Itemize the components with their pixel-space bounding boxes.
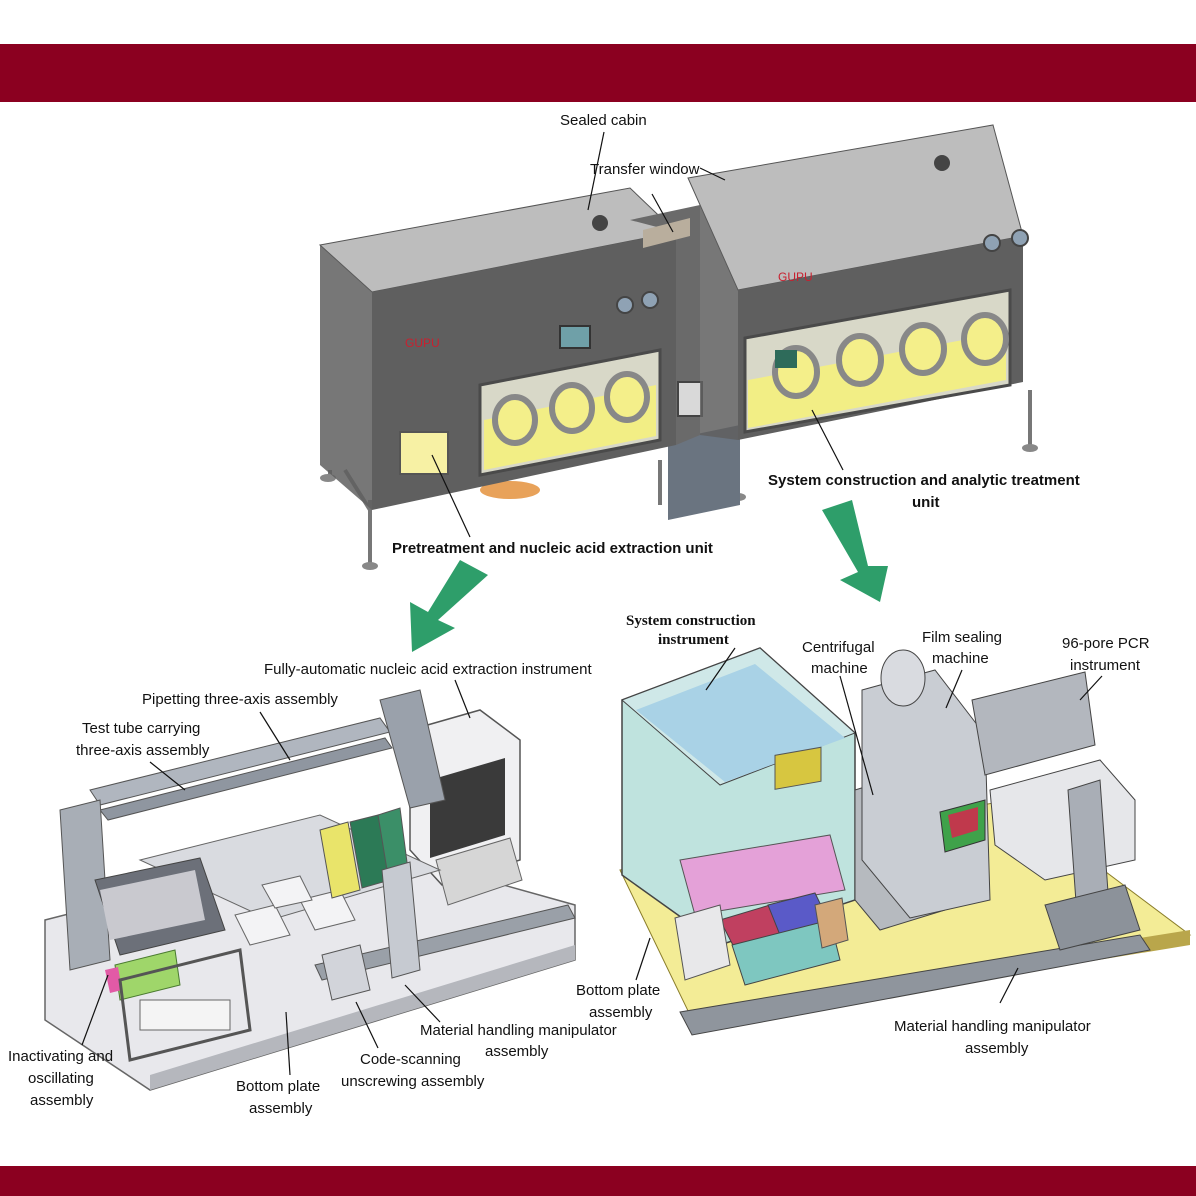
label-centrifugal-line2: machine [811,660,868,677]
label-test-tube-line1: Test tube carrying [82,720,201,737]
label-pipetting-assembly: Pipetting three-axis assembly [142,691,338,708]
arrow-to-right-instrument [822,500,888,602]
label-pretreatment-unit: Pretreatment and nucleic acid extraction… [392,540,713,557]
label-film-sealing-line2: machine [932,650,989,667]
bottom-banner [0,1166,1196,1196]
label-code-scanning-line1: Code-scanning [360,1051,461,1068]
top-banner [0,44,1196,102]
label-left-material-line2: assembly [485,1043,549,1060]
label-right-material-line1: Material handling manipulator [894,1018,1091,1035]
label-pcr-line2: instrument [1070,657,1141,674]
label-system-construction-line2: instrument [658,632,729,648]
label-system-unit-line1: System construction and analytic treatme… [768,472,1080,489]
label-system-unit-line2: unit [912,494,940,511]
brand-logo-right: GUPU [778,270,813,284]
label-test-tube-line2: three-axis assembly [76,742,210,759]
label-film-sealing-line1: Film sealing [922,629,1003,646]
label-right-bottom-plate-line2: assembly [589,1004,653,1021]
label-pcr-line1: 96-pore PCR [1062,635,1150,652]
label-sealed-cabin: Sealed cabin [560,112,647,129]
label-code-scanning-line2: unscrewing assembly [341,1073,485,1090]
left-instrument-drawing [44,679,576,1091]
label-right-material-line2: assembly [965,1040,1029,1057]
label-inactivating-line1: Inactivating and [8,1048,114,1065]
label-left-bottom-plate-line1: Bottom plate [236,1078,321,1095]
label-left-bottom-plate-line2: assembly [249,1100,313,1117]
label-centrifugal-line1: Centrifugal [802,639,875,656]
top-glovebox-unit: GUPU GUPU [318,124,1038,570]
arrow-to-left-instrument [410,560,488,652]
label-inactivating-line2: oscillating [28,1070,94,1087]
label-transfer-window: Transfer window [590,161,700,178]
label-right-bottom-plate-line1: Bottom plate [576,982,661,999]
label-system-construction-line1: System construction [626,613,756,629]
right-instrument-drawing [619,647,1192,1036]
brand-logo-left: GUPU [405,336,440,350]
label-fully-automatic-extraction: Fully-automatic nucleic acid extraction … [264,661,592,678]
label-left-material-line1: Material handling manipulator [420,1022,617,1039]
label-inactivating-line3: assembly [30,1092,94,1109]
